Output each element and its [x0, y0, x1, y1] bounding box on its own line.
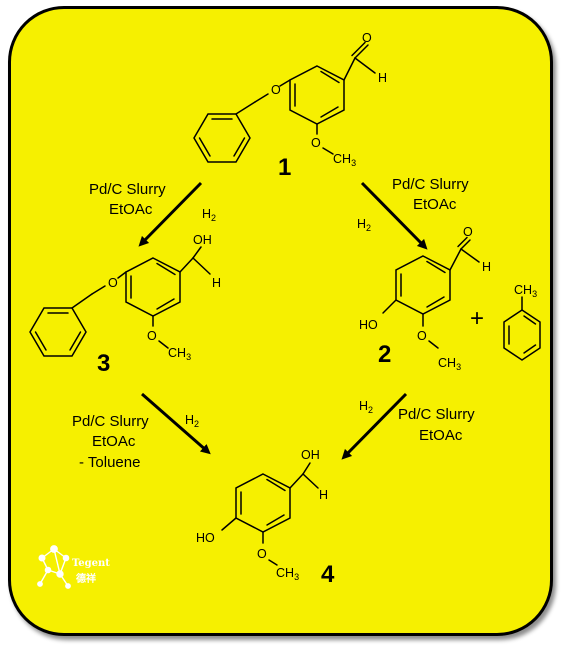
tr-line2: EtOAc: [413, 196, 457, 213]
compound-1-label: 1: [278, 154, 291, 181]
c4-ho: HO: [196, 531, 215, 545]
c3-ether-o: O: [108, 276, 118, 290]
compound-3: OH H O O CH3 3: [29, 233, 221, 377]
compound-3-label: 3: [97, 350, 110, 377]
arrow-1-to-3: [138, 181, 203, 247]
compound-4-label: 4: [321, 561, 335, 588]
conditions-bottom-left: Pd/C Slurry EtOAc - Toluene H2: [72, 413, 199, 471]
br-line2: EtOAc: [419, 427, 463, 444]
c3-methoxy-o: O: [147, 329, 157, 343]
compound-4: OH H HO O CH3 4: [196, 448, 335, 588]
c3-h: H: [212, 276, 221, 290]
br-line1: Pd/C Slurry: [398, 406, 475, 423]
bl-line1: Pd/C Slurry: [72, 413, 149, 430]
c1-aldehyde-h: H: [378, 71, 387, 85]
compound-1: O H O O CH3 1: [193, 31, 387, 181]
tl-h2: H2: [202, 207, 216, 223]
c1-methoxy-ch: CH3: [333, 152, 356, 168]
c1-methoxy-o: O: [311, 136, 321, 150]
c4-methoxy-ch: CH3: [276, 566, 299, 582]
c2-methoxy-ch: CH3: [438, 356, 461, 372]
tr-h2: H2: [357, 217, 371, 233]
toluene-ch3: CH3: [514, 283, 537, 299]
tr-line1: Pd/C Slurry: [392, 176, 469, 193]
logo-name: Tegent: [72, 558, 110, 569]
plus-sign: +: [470, 305, 484, 332]
c1-ether-o: O: [271, 83, 281, 97]
tl-line2: EtOAc: [109, 201, 153, 218]
conditions-top-right: Pd/C Slurry EtOAc H2: [357, 176, 469, 233]
c2-methoxy-o: O: [417, 329, 427, 343]
tl-line1: Pd/C Slurry: [89, 181, 166, 198]
yellow-panel: [8, 6, 553, 636]
bl-h2: H2: [185, 413, 199, 429]
br-h2: H2: [359, 399, 373, 415]
toluene: CH3: [503, 283, 541, 361]
c1-aldehyde-o: O: [362, 31, 372, 45]
c4-oh: OH: [301, 448, 320, 462]
compound-2-label: 2: [378, 341, 391, 368]
c4-h: H: [319, 488, 328, 502]
conditions-top-left: Pd/C Slurry EtOAc H2: [89, 181, 216, 223]
conditions-bottom-right: Pd/C Slurry EtOAc H2: [359, 399, 475, 444]
c2-aldehyde-o: O: [463, 225, 473, 239]
arrow-3-to-4: [141, 392, 211, 455]
c2-ho: HO: [359, 318, 378, 332]
molecule-network-icon: [37, 545, 71, 589]
arrow-1-to-2: [360, 181, 428, 250]
c3-oh: OH: [193, 233, 212, 247]
compound-2: O H HO O CH3 2: [359, 225, 491, 372]
c3-methoxy-ch: CH3: [168, 346, 191, 362]
bl-line2: EtOAc: [92, 433, 136, 450]
tegent-logo: Tegent 德祥: [37, 545, 110, 589]
c2-aldehyde-h: H: [482, 260, 491, 274]
bl-line3: - Toluene: [79, 454, 140, 471]
arrow-2-to-4: [341, 392, 408, 460]
c4-methoxy-o: O: [257, 547, 267, 561]
logo-cn: 德祥: [75, 572, 96, 585]
